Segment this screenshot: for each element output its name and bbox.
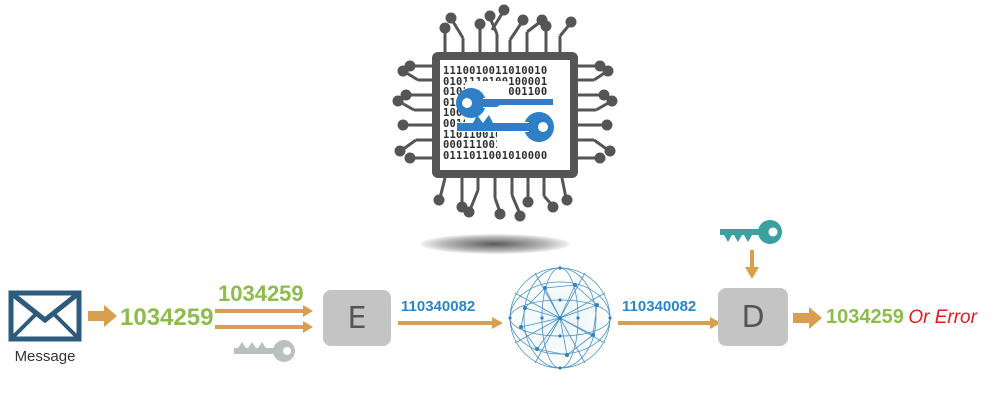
plaintext-value: 1034259 [120,304,214,331]
binary-row: 1101100100010000 [443,128,548,141]
error-text: Or Error [908,307,977,328]
plaintext-top-value: 1034259 [218,281,304,306]
message-label: Message [14,348,76,365]
decrypt-box: D [718,288,788,346]
envelope-icon [8,290,82,342]
key-pair-icon [455,81,557,151]
arrow-icon [793,307,822,329]
arrow-icon [618,317,721,329]
output-result: 1034259 Or Error [826,306,977,329]
ciphertext-out-value: 110340082 [622,298,697,315]
output-value: 1034259 [826,306,904,328]
binary-row: 1110010011010010 [443,66,548,77]
key-icon [720,220,782,244]
arrow-icon [398,317,503,329]
double-arrow-icon [215,305,313,333]
arrow-icon [88,305,117,327]
binary-row: 0001110011100010 [443,139,548,152]
encrypt-box: E [323,290,391,346]
binary-row: 0111011001010000 [443,149,548,162]
ciphertext-in-value: 110340082 [401,298,476,315]
arrow-down-icon [745,250,759,279]
network-globe-icon [508,266,612,370]
chip-shadow [420,234,570,254]
key-icon [234,340,295,362]
